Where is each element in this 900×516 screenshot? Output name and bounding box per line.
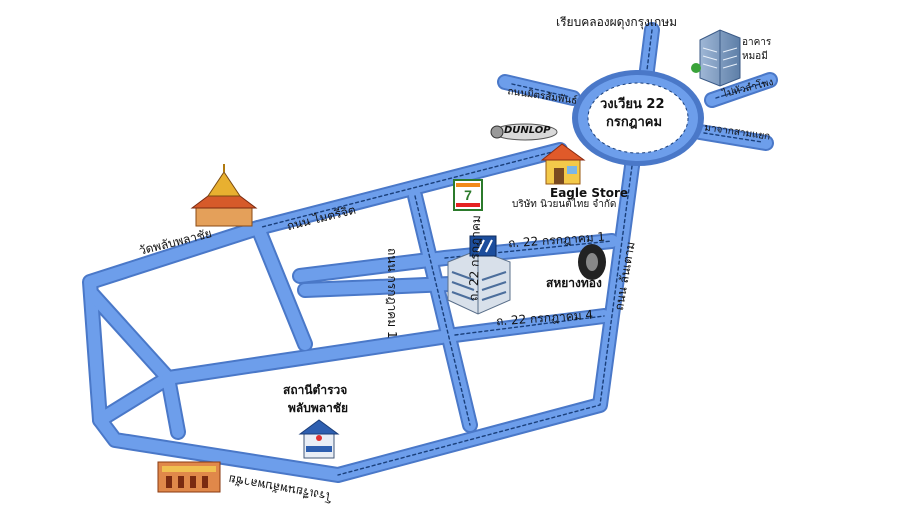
dunlop-sign-icon <box>490 123 558 141</box>
road-label-krung-kasem-1: ถนน กรกฎาคม 1 <box>385 248 399 339</box>
eagle-store-icon <box>540 143 586 185</box>
building-name-label: หมอมี <box>742 51 768 62</box>
eagle-company-label: บริษัท นิวยนต์ไทย จำกัด <box>512 199 617 210</box>
road-label-krung-kasem-22: ถ. 22 กรกฎาคม <box>466 214 484 302</box>
tire-icon <box>578 244 606 280</box>
svg-text:7: 7 <box>464 187 472 203</box>
office-building-icon <box>447 235 511 315</box>
police-label-line1: สถานีตำรวจ <box>283 383 348 397</box>
road-label-klong-phadung: เรียบคลองผดุงกรุงเกษม <box>556 15 678 29</box>
roundabout-label-line2: กรกฎาคม <box>606 115 663 130</box>
building-icon <box>691 29 741 87</box>
eagle-store-label: Eagle Store <box>550 186 628 200</box>
police-label-line2: พลับพลาชัย <box>288 401 349 415</box>
dunlop-label: DUNLOP <box>504 125 551 136</box>
temple-icon <box>190 164 258 227</box>
building-label: อาคาร <box>742 37 772 48</box>
road-network <box>82 22 778 483</box>
roundabout <box>572 70 704 166</box>
bottom-temple-icon <box>157 461 221 493</box>
police-station-icon <box>298 419 340 459</box>
roundabout-label-line1: วงเวียน 22 <box>600 97 665 112</box>
tire-shop-label: สหยางทอง <box>546 276 602 290</box>
seven-eleven-icon: 7 <box>453 179 483 211</box>
